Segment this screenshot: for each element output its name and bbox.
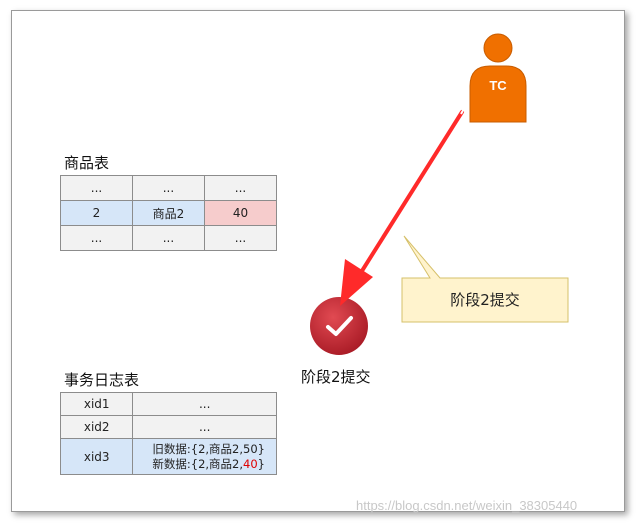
status-label: 阶段2提交 <box>301 368 371 386</box>
old-data-text: 旧数据:{2,商品2,50} <box>152 441 265 456</box>
table-row: xid3 旧数据:{2,商品2,50} 新数据:{2,商品2,40} <box>59 438 277 475</box>
check-icon <box>310 297 368 355</box>
table-cell: xid1 <box>59 392 134 416</box>
table-cell: ... <box>132 392 277 416</box>
product-table-title: 商品表 <box>64 154 110 172</box>
table-cell: xid2 <box>59 415 134 439</box>
tc-label: TC <box>489 78 507 93</box>
table-cell: ... <box>203 175 278 201</box>
callout-text: 阶段2提交 <box>450 291 520 309</box>
table-cell: ... <box>132 415 277 439</box>
table-cell-data: 旧数据:{2,商品2,50} 新数据:{2,商品2,40} <box>132 438 277 475</box>
table-cell: ... <box>203 225 278 251</box>
table-cell: ... <box>131 225 205 251</box>
table-cell: 2 <box>60 200 133 226</box>
product-table: ... ... ... 2 商品2 40 ... ... ... <box>60 175 278 251</box>
new-data-prefix: 新数据:{2,商品2, <box>152 456 244 471</box>
tc-person-icon <box>469 33 527 123</box>
table-cell: xid3 <box>59 438 134 475</box>
table-row: xid1 ... <box>59 392 277 416</box>
table-row: 2 商品2 40 <box>60 200 278 226</box>
tx-log-table-title: 事务日志表 <box>64 371 140 389</box>
watermark: https://blog.csdn.net/weixin_38305440 <box>356 498 578 513</box>
table-cell: ... <box>60 225 133 251</box>
new-data-suffix: } <box>257 456 265 471</box>
new-data-text: 新数据:{2,商品2,40} <box>141 457 276 472</box>
table-row: xid2 ... <box>59 415 277 439</box>
table-row: ... ... ... <box>60 225 278 251</box>
tx-log-table: xid1 ... xid2 ... xid3 旧数据:{2,商品2,50} 新数… <box>59 392 277 475</box>
table-cell: ... <box>60 175 133 201</box>
table-cell: 商品2 <box>131 200 205 226</box>
new-data-highlight: 40 <box>243 456 258 471</box>
table-row: ... ... ... <box>60 175 278 201</box>
